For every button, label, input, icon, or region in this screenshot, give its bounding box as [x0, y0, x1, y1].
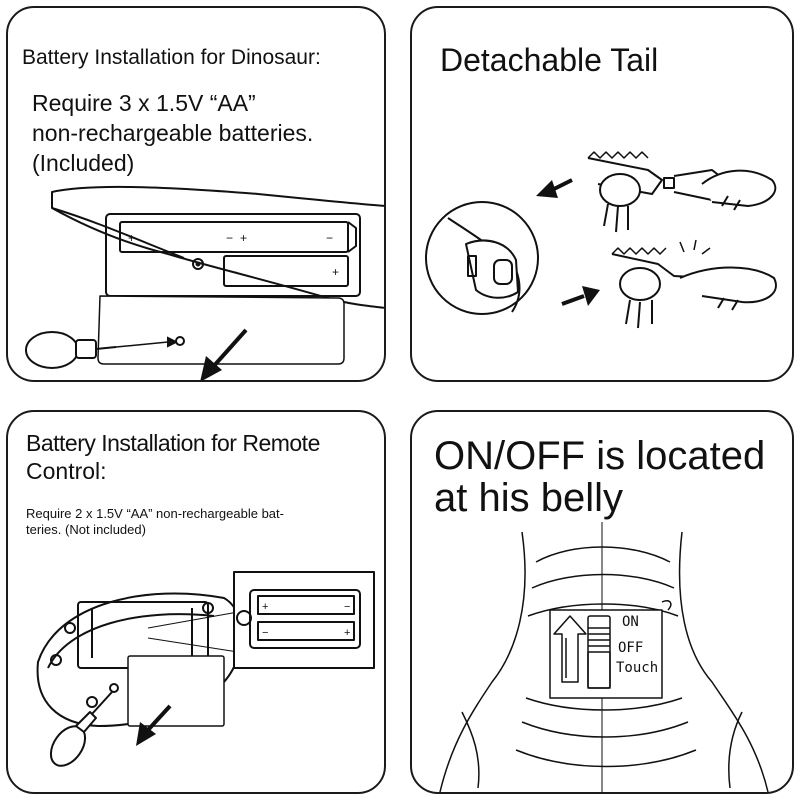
remote-battery-panel: Battery Installation for Remote Control:…	[6, 410, 386, 794]
svg-text:−: −	[344, 601, 350, 613]
remote-battery-title-line2: Control:	[26, 458, 107, 484]
on-off-title-line2: at his belly	[434, 476, 623, 520]
right-arrow-icon	[561, 286, 600, 306]
detachable-tail-title: Detachable Tail	[440, 42, 659, 78]
switch-label-touch: Touch	[616, 660, 659, 676]
svg-text:+: +	[344, 627, 350, 639]
detachable-tail-illustration	[425, 151, 777, 329]
remote-battery-title-line1: Battery Installation for Remote	[26, 430, 320, 456]
remote-down-left-arrow-icon	[136, 704, 172, 746]
dinosaur-battery-requirement-line1: Require 3 x 1.5V “AA”	[32, 90, 256, 116]
svg-text:−: −	[326, 231, 333, 245]
detachable-tail-panel: Detachable Tail	[410, 6, 794, 382]
screwdriver-icon	[25, 331, 185, 369]
belly-illustration	[439, 522, 769, 792]
dinosaur-battery-panel: Battery Installation for Dinosaur: Requi…	[6, 6, 386, 382]
left-arrow-icon	[536, 178, 573, 198]
on-off-location-panel: ON/OFF is located at his belly	[410, 410, 794, 794]
remote-battery-cover	[127, 655, 225, 727]
svg-text:−: −	[262, 627, 268, 639]
up-arrow-icon	[553, 615, 587, 683]
battery-compartment	[105, 213, 361, 297]
remote-battery-requirement-line2: teries. (Not included)	[26, 522, 146, 537]
svg-text:+: +	[128, 231, 135, 245]
dinosaur-body-outline	[51, 185, 384, 309]
on-off-title-line1: ON/OFF is located	[434, 434, 766, 478]
svg-text:−: −	[230, 265, 237, 279]
svg-text:+: +	[332, 265, 339, 279]
dinosaur-battery-requirement-line3: (Included)	[32, 150, 135, 176]
down-left-arrow-icon	[200, 328, 248, 380]
svg-text:+: +	[262, 601, 268, 613]
remote-screwdriver-icon	[49, 683, 119, 767]
battery-inset-box	[233, 571, 375, 669]
svg-text:−: −	[226, 231, 233, 245]
remote-battery-illustration: + − − +	[36, 571, 375, 767]
battery-cover	[97, 295, 345, 365]
dinosaur-battery-illustration: + − + − − +	[25, 185, 384, 380]
svg-text:+: +	[240, 231, 247, 245]
dinosaur-battery-requirement-line2: non-rechargeable batteries.	[32, 120, 314, 146]
dinosaur-battery-title: Battery Installation for Dinosaur:	[22, 46, 321, 69]
switch-label-off: OFF	[618, 640, 644, 656]
remote-battery-requirement-line1: Require 2 x 1.5V “AA” non-rechargeable b…	[26, 506, 284, 521]
switch-label-on: ON	[622, 614, 639, 630]
